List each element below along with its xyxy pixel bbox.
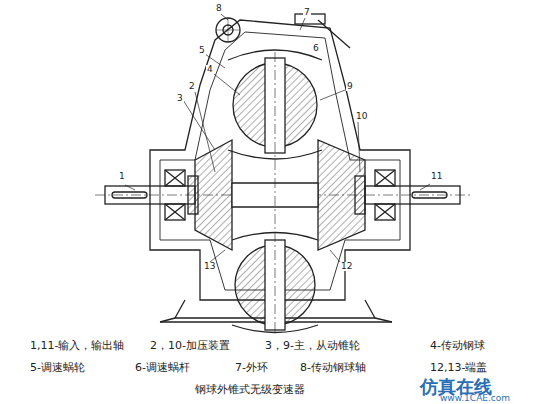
callout-number: 5 [198, 46, 206, 55]
callout-number: 10 [355, 112, 368, 121]
figure-caption: 钢球外锥式无级变速器 [195, 384, 305, 395]
part-legend: 12,13-端盖 [430, 362, 487, 373]
callout-number: 1 [118, 172, 126, 181]
part-legend: 5-调速蜗轮 [30, 362, 85, 373]
callout-number: 6 [312, 44, 320, 53]
callout-number: 4 [206, 65, 214, 74]
part-legend: 3，9-主，从动锥轮 [265, 340, 360, 351]
callout-number: 12 [340, 262, 353, 271]
watermark: www.1CAE.com [440, 394, 510, 403]
part-legend: 2，10-加压装置 [150, 340, 230, 351]
callout-number: 9 [346, 82, 354, 91]
part-legend: 1,11-输入，输出轴 [30, 340, 124, 351]
part-legend: 6-调速蜗杆 [135, 362, 190, 373]
callout-number: 13 [203, 262, 216, 271]
callout-number: 2 [188, 82, 196, 91]
callout-number: 8 [215, 4, 223, 13]
part-legend: 8-传动钢球轴 [300, 362, 366, 373]
part-legend: 7-外环 [235, 362, 268, 373]
callout-number: 7 [303, 8, 311, 17]
part-legend: 4-传动钢球 [430, 340, 485, 351]
callout-number: 11 [430, 172, 443, 181]
callout-number: 3 [176, 94, 184, 103]
